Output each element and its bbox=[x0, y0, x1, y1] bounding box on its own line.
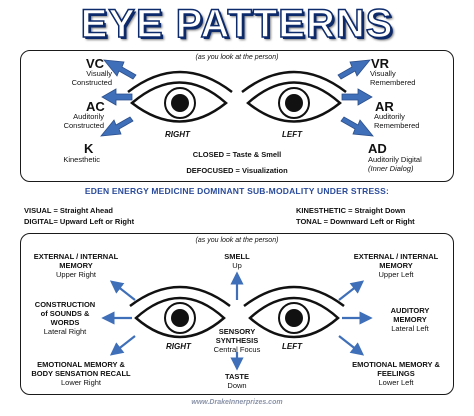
arrow-ac bbox=[101, 88, 133, 106]
ar-code: AR bbox=[375, 99, 394, 114]
vr-code: VR bbox=[371, 56, 390, 71]
closed-text: CLOSED = Taste & Smell bbox=[192, 150, 282, 159]
footer-url: www.DrakeInnerprizes.com bbox=[191, 399, 283, 406]
top-left-label: LEFT bbox=[282, 130, 302, 139]
page-title: EYE PATTERNS bbox=[80, 1, 394, 47]
sensory-line1: SENSORY bbox=[218, 327, 256, 336]
top-right-label: RIGHT bbox=[165, 130, 190, 139]
vr-desc1: Visually bbox=[370, 69, 396, 78]
bottom-right-label: RIGHT bbox=[166, 342, 191, 351]
stress-heading: EDEN ENERGY MEDICINE DOMINANT SUB-MODALI… bbox=[84, 186, 390, 196]
taste-line1: TASTE bbox=[224, 372, 250, 381]
ext-int-right-line3: Upper Right bbox=[55, 270, 97, 279]
bottom-right-eye bbox=[129, 285, 231, 339]
sensory-line2: SYNTHESIS bbox=[215, 336, 259, 345]
k-code: K bbox=[84, 141, 94, 156]
construction-line1: CONSTRUCTION bbox=[34, 300, 96, 309]
ad-desc2: (Inner Dialog) bbox=[368, 164, 414, 173]
vc-desc1: Visually bbox=[86, 69, 112, 78]
arrow-lower-left bbox=[338, 335, 365, 356]
vc-desc2: Constructed bbox=[71, 78, 112, 87]
k-desc1: Kinesthetic bbox=[63, 155, 100, 164]
arrow-k bbox=[100, 116, 134, 137]
smell-line2: Up bbox=[232, 261, 242, 270]
ext-int-left-line2: MEMORY bbox=[379, 261, 413, 270]
ad-desc1: Auditorily Digital bbox=[368, 155, 422, 164]
stress-kinesthetic: KINESTHETIC = Straight Down bbox=[296, 206, 406, 215]
emotional-body-line1: EMOTIONAL MEMORY & bbox=[37, 360, 125, 369]
ext-int-left-line1: EXTERNAL / INTERNAL bbox=[353, 252, 439, 261]
taste-line2: Down bbox=[227, 381, 247, 390]
vc-code: VC bbox=[86, 56, 105, 71]
ar-desc1: Auditorily bbox=[374, 112, 405, 121]
construction-line3: WORDS bbox=[50, 318, 80, 327]
ac-desc1: Auditorily bbox=[73, 112, 104, 121]
stress-tonal: TONAL = Downward Left or Right bbox=[296, 217, 415, 226]
smell-line1: SMELL bbox=[224, 252, 250, 261]
arrow-vr bbox=[337, 59, 371, 80]
arrow-vc bbox=[103, 59, 137, 80]
auditory-line2: MEMORY bbox=[393, 315, 427, 324]
stress-visual: VISUAL = Straight Ahead bbox=[24, 206, 113, 215]
auditory-line3: Lateral Left bbox=[391, 324, 429, 333]
ext-int-left-line3: Upper Left bbox=[378, 270, 414, 279]
emotional-body-line3: Lower Right bbox=[60, 378, 102, 387]
emotional-feelings-line3: Lower Left bbox=[378, 378, 414, 387]
emotional-feelings-line1: EMOTIONAL MEMORY & bbox=[352, 360, 440, 369]
construction-line2: of SOUNDS & bbox=[40, 309, 90, 318]
emotional-body-line2: BODY SENSATION RECALL bbox=[31, 369, 131, 378]
stress-digital: DIGITAL= Upward Left or Right bbox=[24, 217, 135, 226]
arrow-upper-left bbox=[338, 280, 365, 301]
top-panel: (as you look at the person) bbox=[20, 50, 454, 182]
ar-desc2: Remembered bbox=[374, 121, 420, 130]
sensory-line3: Central Focus bbox=[213, 345, 261, 354]
top-left-eye bbox=[241, 70, 347, 123]
arrow-ar bbox=[341, 88, 373, 106]
defocused-text: DEFOCUSED = Visualization bbox=[186, 166, 288, 175]
ext-int-right-line1: EXTERNAL / INTERNAL bbox=[33, 252, 119, 261]
auditory-line1: AUDITORY bbox=[390, 306, 430, 315]
top-right-eye bbox=[127, 70, 233, 123]
ac-desc2: Constructed bbox=[63, 121, 104, 130]
arrow-upper-right bbox=[109, 280, 136, 301]
emotional-feelings-line2: FEELINGS bbox=[377, 369, 415, 378]
ext-int-right-line2: MEMORY bbox=[59, 261, 93, 270]
construction-line4: Lateral Right bbox=[43, 327, 87, 336]
bottom-left-label: LEFT bbox=[282, 342, 302, 351]
arrow-lower-right bbox=[109, 335, 136, 356]
top-subtitle: (as you look at the person) bbox=[195, 54, 279, 61]
ac-code: AC bbox=[86, 99, 105, 114]
bottom-subtitle: (as you look at the person) bbox=[195, 237, 279, 244]
arrow-ad bbox=[340, 116, 374, 137]
vr-desc2: Remembered bbox=[370, 78, 416, 87]
bottom-left-eye bbox=[243, 285, 345, 339]
ad-code: AD bbox=[368, 141, 387, 156]
